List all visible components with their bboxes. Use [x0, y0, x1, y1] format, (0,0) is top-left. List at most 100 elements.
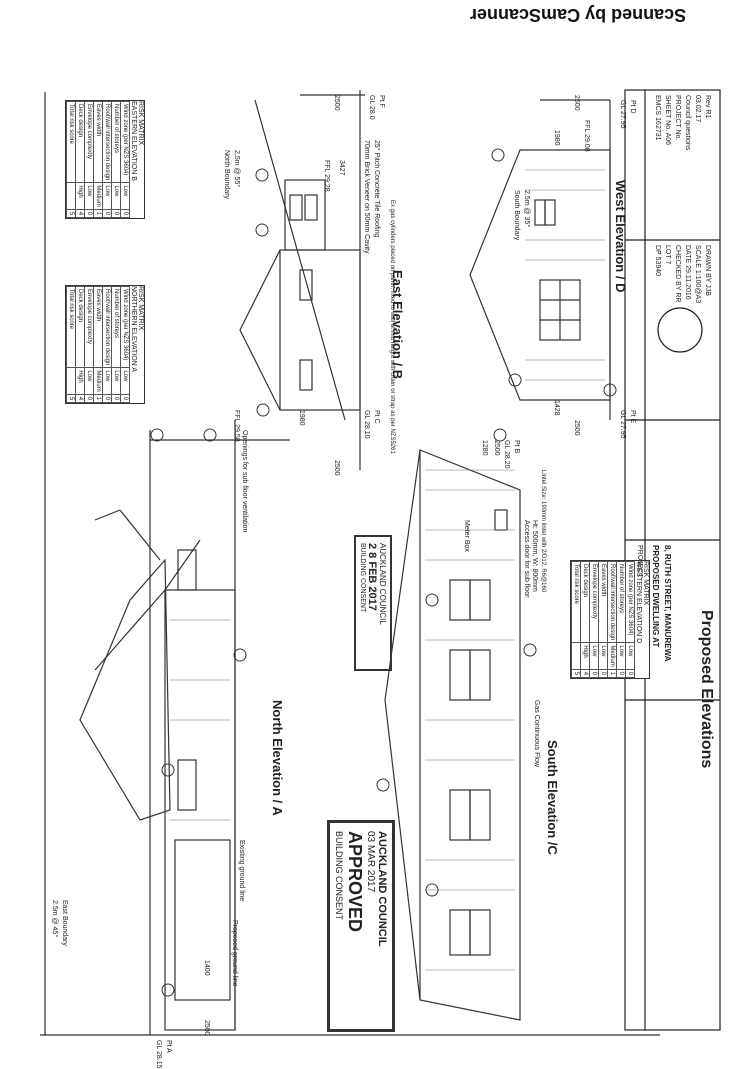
risk-level: High	[580, 642, 590, 670]
risk-level: Low	[84, 182, 94, 210]
risk-score: 0	[84, 209, 94, 218]
access-door-note: Access door for sub floor	[523, 520, 530, 598]
risk-factor: Envelope complexity	[84, 286, 94, 368]
dimension-label: 1980	[553, 130, 560, 146]
risk-factor: Roof/wall intersection design	[607, 561, 617, 643]
dimension-label: 2500	[333, 460, 340, 476]
risk-matrix-title: RISK MATRIX	[137, 286, 144, 331]
east-boundary-note: East Boundary	[61, 900, 68, 946]
risk-score: 0	[111, 394, 121, 403]
council-approval-stamp: AUCKLAND COUNCIL 03 MAR 2017 APPROVED BU…	[327, 820, 395, 1032]
risk-factor: Envelope complexity	[84, 101, 94, 183]
east-boundary-dim: 2.5m @ 45°	[51, 900, 58, 938]
risk-factor: Eaves width	[598, 561, 608, 643]
dimension-label: 2500	[493, 440, 500, 456]
point-label: Pt D	[629, 100, 636, 114]
risk-score: 0	[625, 669, 635, 678]
dimension-label: 2500	[333, 95, 340, 111]
checked-by: RR	[674, 292, 681, 303]
approved-text: APPROVED	[345, 831, 365, 933]
gl-label: GL 27.95	[619, 100, 626, 129]
risk-factor: Envelope complexity	[589, 561, 599, 643]
meter-box-note: Meter Box	[463, 520, 470, 552]
risk-score: 0	[120, 209, 130, 218]
sheet-number: A06	[664, 132, 671, 146]
point-label: Pt F	[378, 95, 385, 108]
dimension-label: 1400	[203, 960, 210, 976]
risk-score: 0	[111, 209, 121, 218]
risk-level: Low	[616, 642, 626, 670]
risk-score: 0	[102, 394, 112, 403]
risk-score: 1	[93, 209, 103, 218]
risk-total: 5	[571, 669, 581, 678]
risk-level: Low	[111, 367, 121, 395]
risk-total-label: Total risk score	[66, 286, 76, 368]
dimension-label: 1980	[298, 410, 305, 426]
dimension-label: 3427	[338, 160, 345, 176]
drawing-title: Proposed Elevations	[698, 610, 715, 769]
risk-level: Low	[102, 182, 112, 210]
risk-score: 0	[120, 394, 130, 403]
risk-total-label: Total risk score	[571, 561, 581, 643]
council-name: AUCKLAND COUNCIL	[376, 831, 388, 947]
risk-score: 0	[102, 209, 112, 218]
risk-factor: Roof/wall intersection design	[102, 286, 112, 368]
access-door-size: Ht: 500mm, W: 800mm	[531, 520, 538, 592]
gas-flow-note: Gas Continuous Flow	[533, 700, 540, 767]
gl-label: GL 28.15	[155, 1040, 162, 1069]
dimension-label: 2500	[203, 1020, 210, 1036]
point-label: Pt E	[629, 410, 636, 424]
scale: 1:100@A3	[694, 269, 701, 304]
gl-label: GL 27.95	[619, 410, 626, 439]
lintel-note: Lintel Size: 190mm lintel with 2/D12, R6…	[540, 470, 546, 593]
project-address-line1: PROPOSED DWELLING AT	[651, 545, 660, 648]
ffl-label: FFL 29.08	[583, 120, 590, 152]
council-name: AUCKLAND COUNCIL	[378, 543, 387, 625]
ffl-label: FFL 29.28	[323, 160, 330, 192]
lot: 7	[664, 260, 671, 265]
revision-fields: Rev R1 03.02.17 Council questions PROJEC…	[654, 95, 711, 151]
risk-factor: Number of storeys	[111, 286, 121, 368]
date: 29.11.2016	[684, 265, 691, 300]
risk-level: Low	[589, 642, 599, 670]
risk-factor: Deck design	[75, 286, 85, 368]
south-boundary-dim: 2.5m @ 35°	[523, 190, 530, 228]
risk-factor: Eaves width	[93, 101, 103, 183]
point-label: Pt B	[513, 440, 520, 454]
table-row: Total risk score 5	[571, 561, 581, 678]
risk-factor: Deck design	[580, 561, 590, 643]
risk-score: 4	[75, 209, 85, 218]
south-elevation-title: South Elevation /C	[545, 740, 560, 855]
north-boundary-dim: 2.5m @ 55°	[233, 150, 240, 188]
project-label: PROJECT	[636, 545, 643, 578]
stamp-date: 2 8 FEB 2017	[366, 543, 378, 611]
building-consent-text: BUILDING CONSENT	[359, 543, 366, 613]
proposed-ground-note: Proposed ground line	[231, 920, 238, 987]
risk-level: Low	[598, 642, 608, 670]
risk-level: Low	[120, 367, 130, 395]
risk-level: Low	[84, 367, 94, 395]
revision-description: Council questions	[684, 95, 691, 151]
risk-level: Medium	[93, 367, 103, 395]
risk-matrix-subtitle: EASTERN ELEVATION B	[130, 101, 137, 181]
point-label: Pt A	[165, 1040, 172, 1053]
subfloor-vent-note: Openings for sub floor ventilation	[241, 430, 248, 533]
risk-matrix-subtitle: NORTHERN ELEVATION A	[130, 286, 137, 372]
ffl-label: FFL 29.58	[233, 410, 240, 442]
